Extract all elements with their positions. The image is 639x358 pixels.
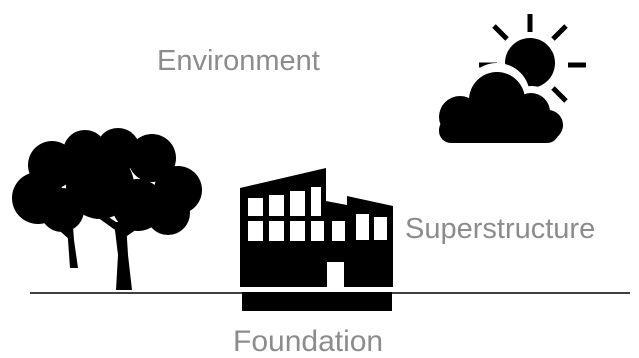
foundation-slab [242, 292, 392, 311]
door-icon [327, 262, 344, 287]
tree-icon [12, 128, 202, 290]
environment-label: Environment [157, 45, 320, 77]
sun-cloud-icon [432, 14, 586, 148]
foundation-label: Foundation [233, 325, 384, 358]
cloud-icon [432, 63, 571, 148]
building-icon [240, 168, 393, 311]
superstructure-label: Superstructure [405, 213, 596, 245]
